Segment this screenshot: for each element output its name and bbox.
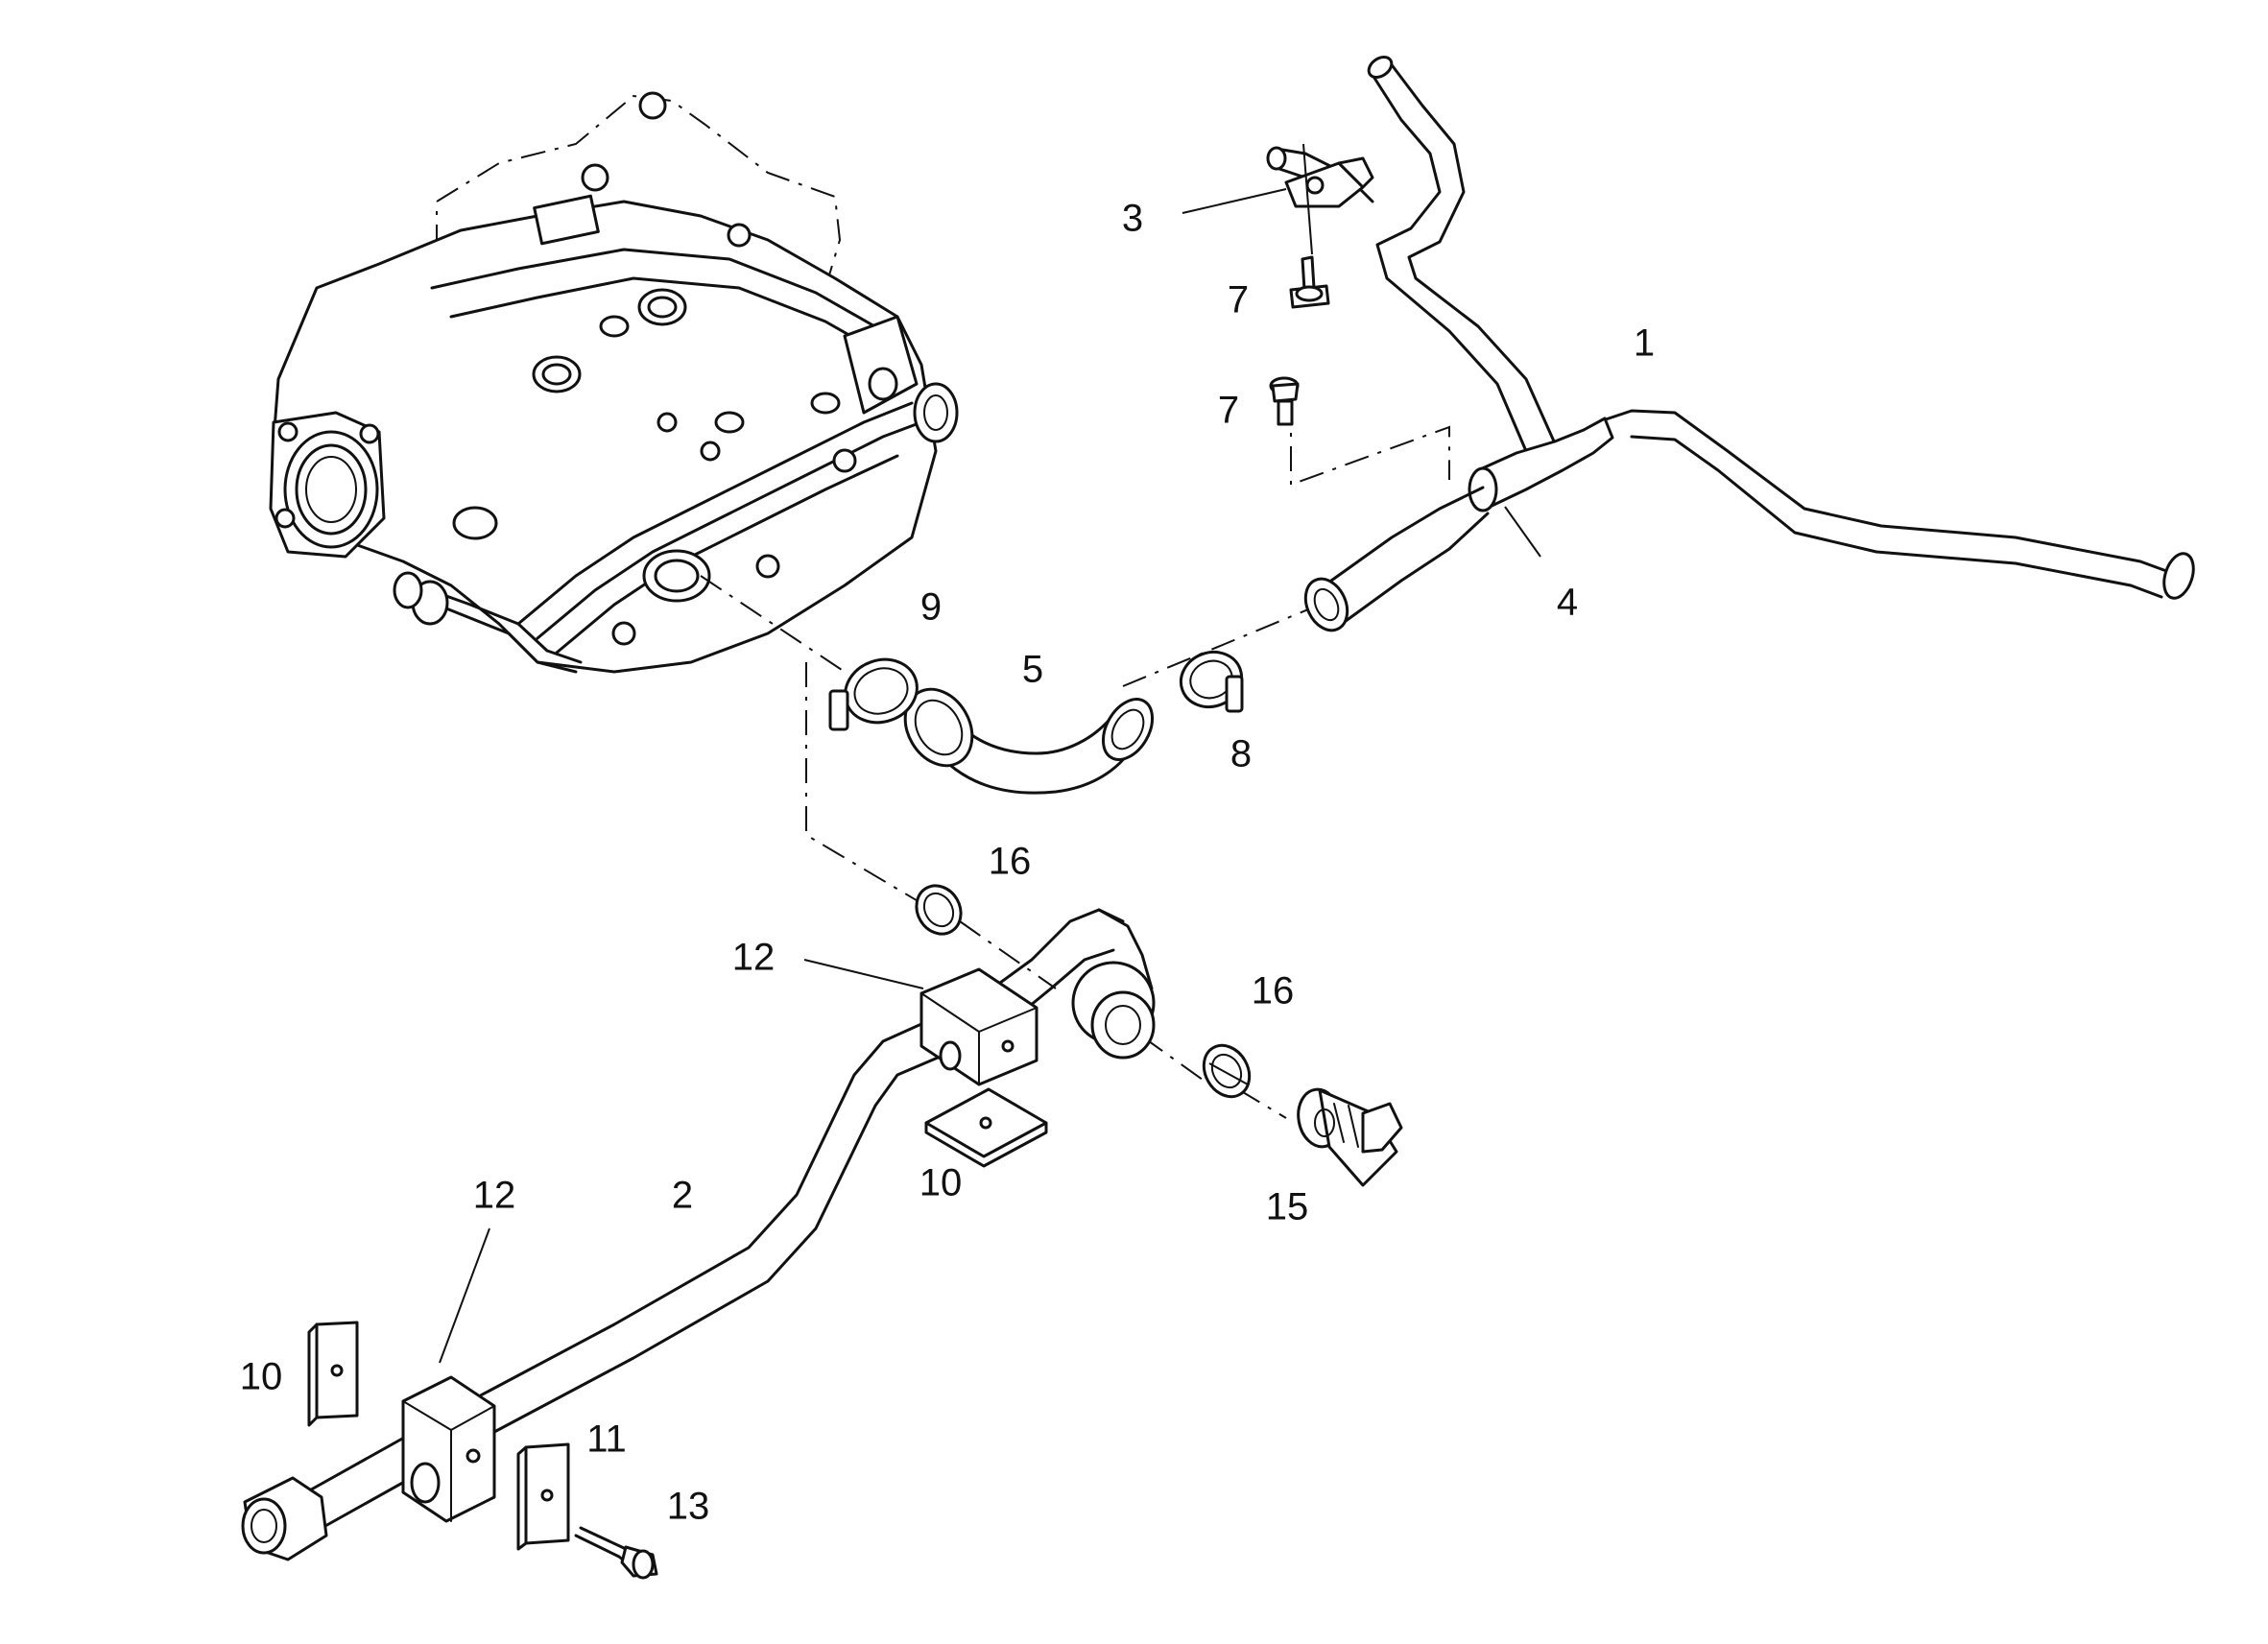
banjo-bolt-15 — [1297, 1087, 1403, 1187]
rubber-pad-10-upper — [924, 1087, 1048, 1168]
rubber-pad-10-lower — [307, 1321, 359, 1427]
callout-1: 1 — [1634, 322, 1655, 365]
pipe-clamp-12-upper — [919, 967, 1039, 1086]
callout-2: 2 — [672, 1175, 693, 1217]
pipe-clamp-12-lower — [401, 1375, 496, 1523]
coolant-pipe-2 — [241, 908, 1156, 1561]
hose-clamp-9 — [828, 657, 919, 731]
shim-11 — [516, 1442, 570, 1551]
callout-5: 5 — [1022, 649, 1043, 691]
bolt-7-upper — [1289, 255, 1330, 309]
callout-10-upper: 10 — [919, 1162, 963, 1204]
callout-10-lower: 10 — [240, 1356, 283, 1398]
bolt-13 — [574, 1526, 658, 1580]
callout-7-lower: 7 — [1218, 390, 1239, 432]
o-ring-16-lower — [1202, 1043, 1252, 1099]
bolt-7-lower — [1269, 376, 1300, 426]
callout-11: 11 — [586, 1418, 627, 1461]
callout-12-lower: 12 — [473, 1175, 516, 1217]
callout-9: 9 — [920, 586, 942, 629]
o-ring-16-upper — [915, 884, 963, 936]
hose-clamp-8 — [1179, 651, 1244, 713]
callouts: 1 2 3 4 5 7 7 8 9 10 10 11 12 12 13 15 1… — [240, 198, 1655, 1528]
assembly-lines — [700, 398, 1450, 1119]
callout-4: 4 — [1557, 582, 1578, 624]
callout-12-upper: 12 — [732, 937, 776, 979]
callout-8: 8 — [1230, 733, 1252, 775]
elbow-hose-5 — [903, 687, 1155, 795]
callout-16-upper: 16 — [989, 841, 1032, 883]
callout-3: 3 — [1122, 198, 1143, 240]
leader-lines — [439, 143, 1541, 1364]
cylinder-head — [269, 91, 959, 674]
coolant-pipe-1 — [1266, 56, 2195, 600]
clamp-bracket-3 — [1284, 156, 1374, 208]
callout-7-upper: 7 — [1228, 279, 1249, 322]
sleeve-4 — [1303, 417, 1614, 632]
callout-13: 13 — [667, 1486, 710, 1528]
callout-15: 15 — [1266, 1186, 1309, 1228]
callout-16-lower: 16 — [1252, 970, 1295, 1013]
